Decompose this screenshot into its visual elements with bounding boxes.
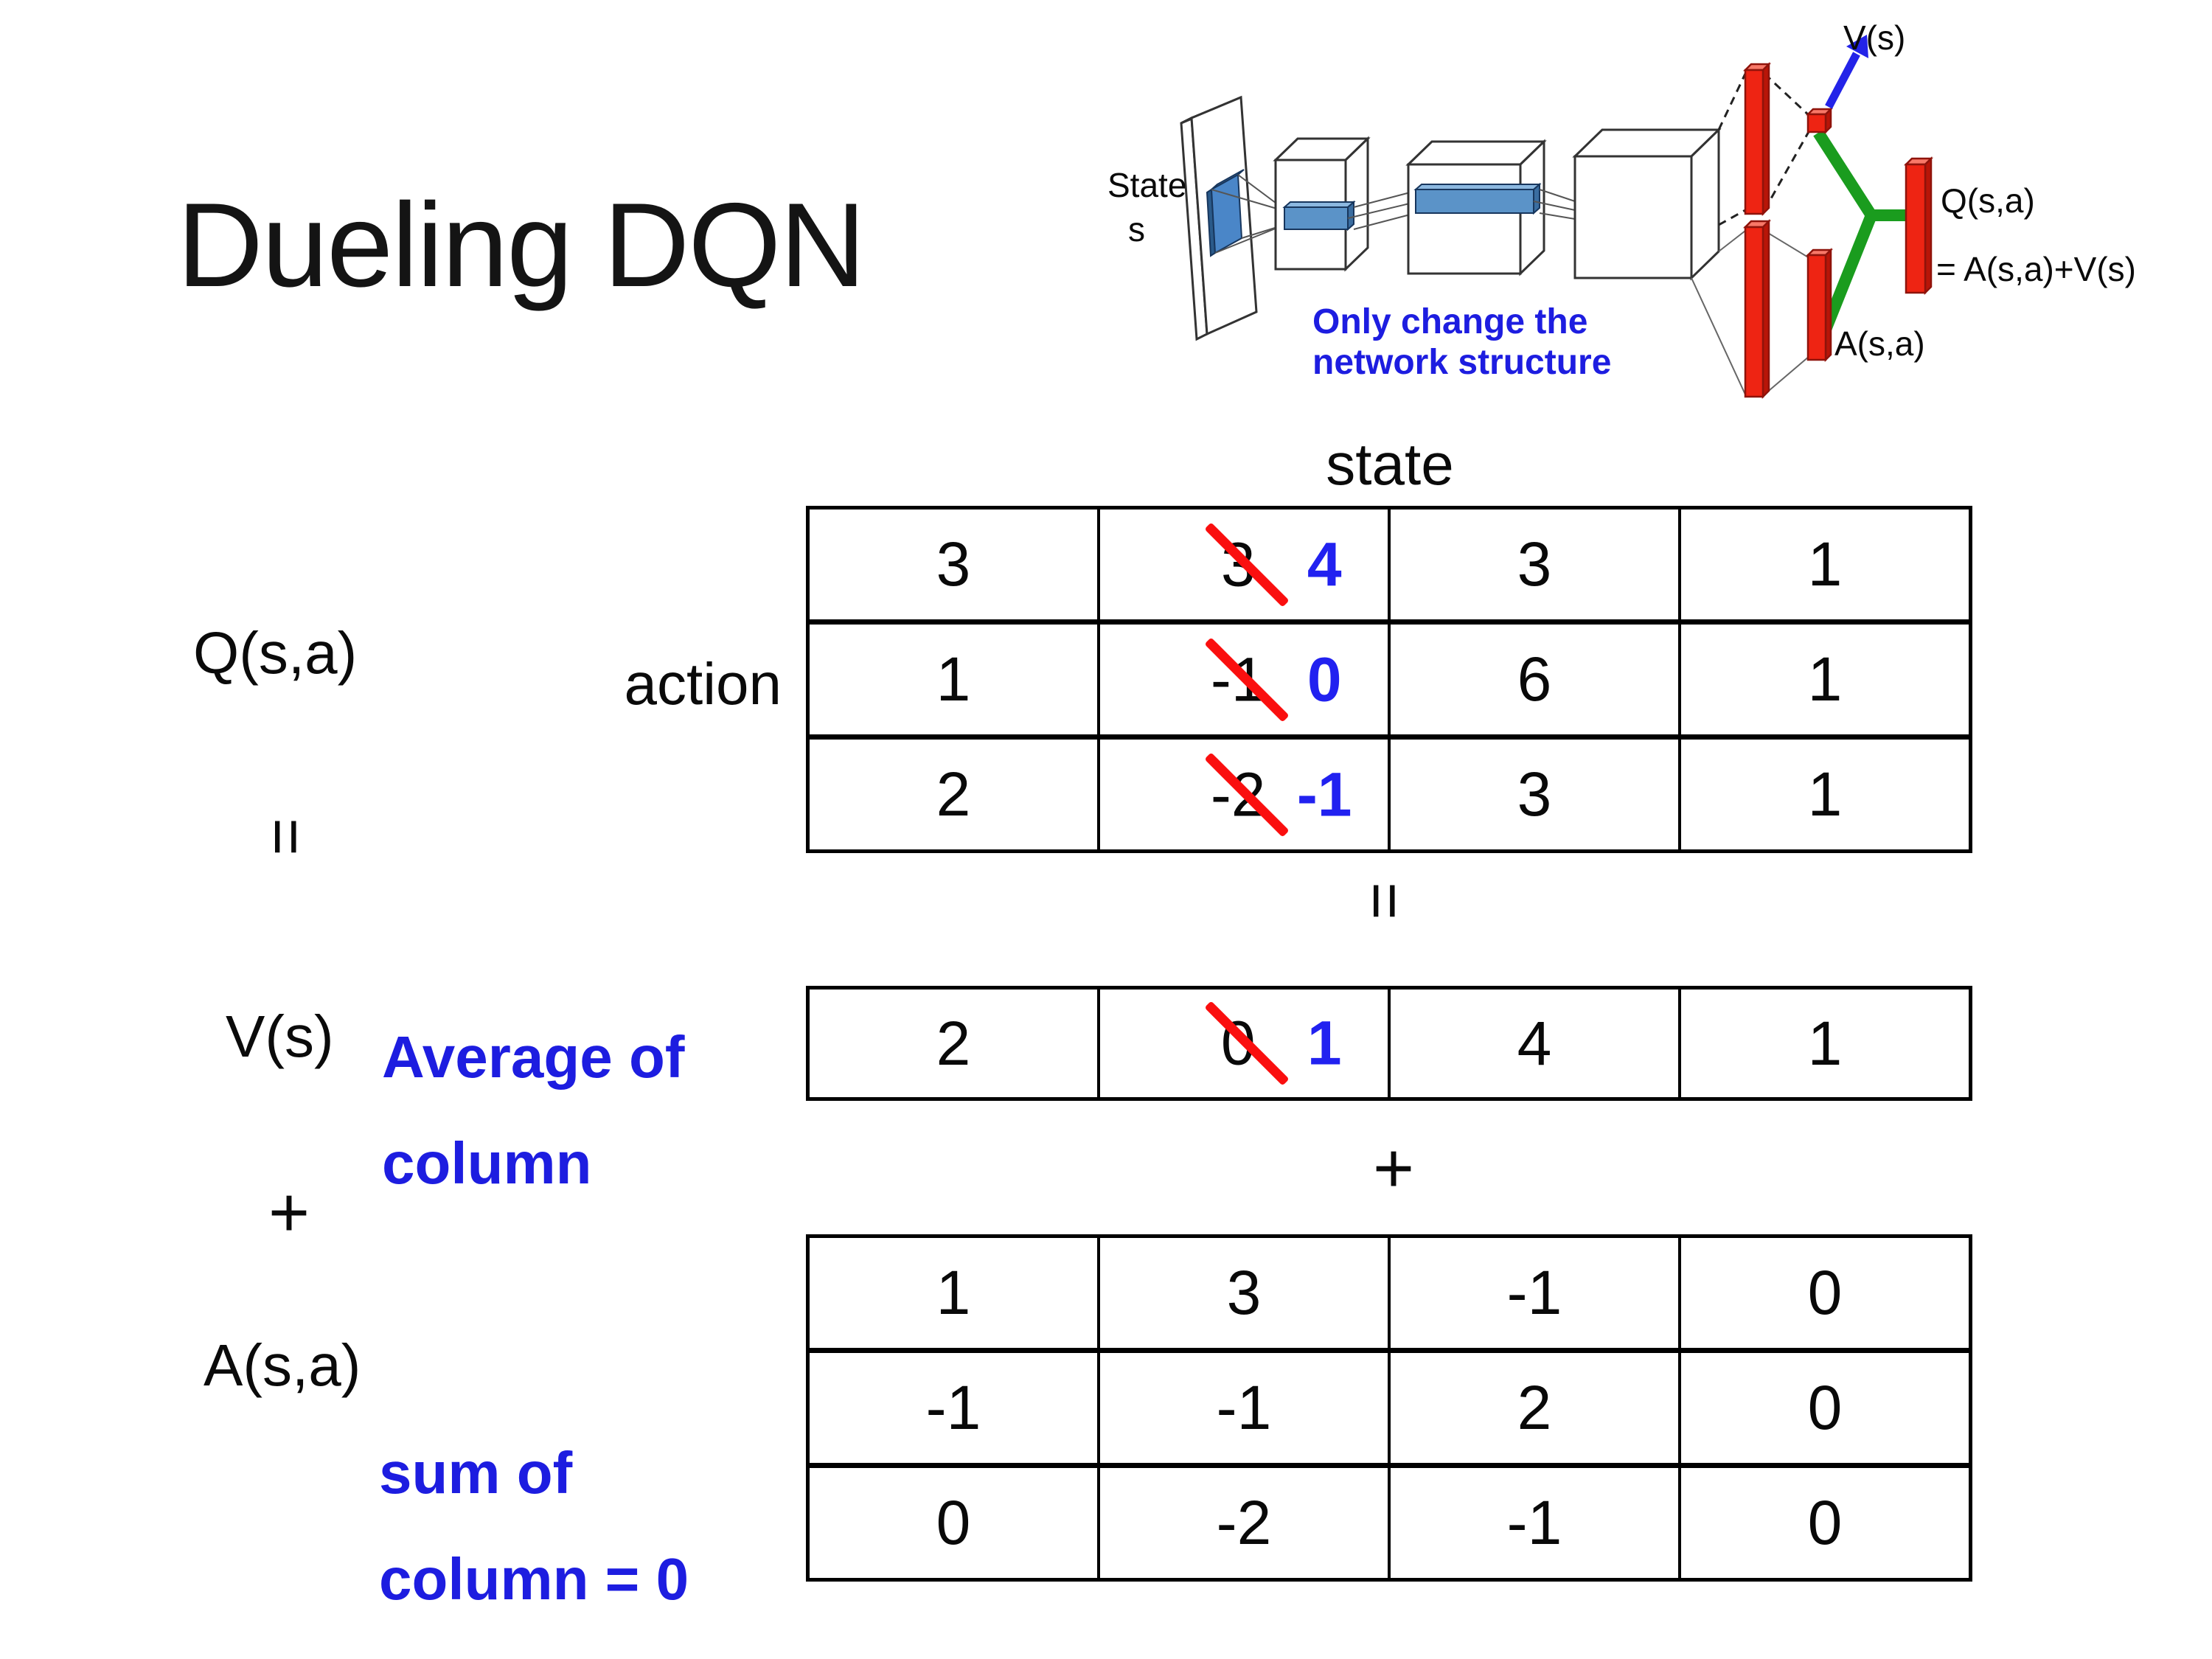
rotated-equals-center: =	[1349, 882, 1422, 920]
q-output-formula: = A(s,a)+V(s)	[1936, 250, 2136, 288]
projection-lines-3	[1533, 189, 1576, 220]
state-label-line1: State	[1107, 166, 1186, 204]
network-note-line2: network structure	[1312, 343, 1611, 382]
q-cell-r0-c3: 1	[1681, 509, 1969, 619]
feature-bar-2	[1413, 182, 1542, 215]
q-cell-r1-c0: 1	[810, 625, 1097, 734]
a-cell-r1-c1: -1	[1100, 1353, 1388, 1463]
network-note-line1: Only change the	[1312, 302, 1587, 341]
q-output-label: Q(s,a)	[1941, 181, 2035, 220]
a-cell-r1-c2: 2	[1391, 1353, 1678, 1463]
a-matrix: 1 3 -1 0 -1 -1 2 0 0 -2 -1 0	[806, 1234, 1972, 1582]
action-label: action	[624, 651, 782, 717]
q-r0-new-value: 4	[1307, 529, 1342, 599]
q-cell-r2-c2: 3	[1391, 740, 1678, 849]
v-cell-c1: 0 1	[1100, 990, 1388, 1097]
q-cell-r2-c0: 2	[810, 740, 1097, 849]
a-cell-r0-c0: 1	[810, 1238, 1097, 1348]
v-row: 2 0 1 4 1	[806, 986, 1972, 1101]
sum-note-line2: column = 0	[379, 1546, 689, 1612]
q-cell-r0-c2: 3	[1391, 509, 1678, 619]
sum-note-line1: sum of	[379, 1440, 573, 1506]
a-cell-r1-c3: 0	[1681, 1353, 1969, 1463]
fc-box	[1572, 127, 1722, 281]
a-output-label: A(s,a)	[1834, 324, 1925, 363]
value-stream-dashed-lines	[1717, 72, 1811, 226]
q-cell-r0-c1: 3 4	[1100, 509, 1388, 619]
aggregation-connector	[1813, 129, 1911, 339]
a-cell-r2-c3: 0	[1681, 1468, 1969, 1578]
v-cell-c2: 4	[1391, 990, 1678, 1097]
projection-lines-2	[1347, 190, 1416, 230]
plus-sign-left: +	[268, 1173, 310, 1252]
state-label-line2: s	[1128, 210, 1145, 248]
feature-bar-1	[1282, 200, 1356, 232]
q-r2-new-value: -1	[1296, 759, 1352, 829]
q-cell-r1-c3: 1	[1681, 625, 1969, 734]
plus-sign-center: +	[1372, 1129, 1415, 1208]
q-cell-r1-c2: 6	[1391, 625, 1678, 734]
average-note-line2: column	[382, 1130, 592, 1196]
value-hidden-bar	[1742, 61, 1772, 217]
a-cell-r2-c0: 0	[810, 1468, 1097, 1578]
q-matrix: 3 3 4 3 1 1 -1 0 6 1 2 -2 -1	[806, 506, 1972, 853]
a-cell-r0-c2: -1	[1391, 1238, 1678, 1348]
value-scalar-box	[1805, 106, 1834, 135]
projection-lines-1	[1211, 174, 1285, 254]
v-cell-c0: 2	[810, 990, 1097, 1097]
average-note-line1: Average of	[382, 1024, 685, 1090]
state-header: state	[1326, 431, 1454, 497]
q-r1-new-value: 0	[1307, 644, 1342, 714]
q-cell-r1-c1: -1 0	[1100, 625, 1388, 734]
a-cell-r2-c2: -1	[1391, 1468, 1678, 1578]
v-output-label: V(s)	[1843, 18, 1905, 57]
value-output-arrow	[1825, 35, 1868, 109]
advantage-hidden-bar	[1742, 218, 1772, 400]
q-output-bar	[1903, 156, 1934, 296]
a-matrix-label: A(s,a)	[204, 1332, 361, 1398]
a-cell-r1-c0: -1	[810, 1353, 1097, 1463]
q-cell-r2-c1: -2 -1	[1100, 740, 1388, 849]
v-new-value: 1	[1307, 1008, 1342, 1078]
a-cell-r2-c1: -2	[1100, 1468, 1388, 1578]
advantage-vector-bar	[1805, 247, 1834, 363]
v-row-label: V(s)	[226, 1004, 334, 1069]
a-cell-r0-c1: 3	[1100, 1238, 1388, 1348]
q-cell-r0-c0: 3	[810, 509, 1097, 619]
a-cell-r0-c3: 0	[1681, 1238, 1969, 1348]
dueling-network-diagram: State s V(s) Q(s,a) = A(s,a)+V(s) A(s,a)…	[1107, 18, 2136, 400]
advantage-stream-lines	[1691, 230, 1810, 395]
q-cell-r2-c3: 1	[1681, 740, 1969, 849]
rotated-equals-left: =	[250, 818, 323, 856]
v-cell-c3: 1	[1681, 990, 1969, 1097]
q-matrix-label: Q(s,a)	[193, 620, 358, 686]
slide-title: Dueling DQN	[177, 178, 866, 312]
